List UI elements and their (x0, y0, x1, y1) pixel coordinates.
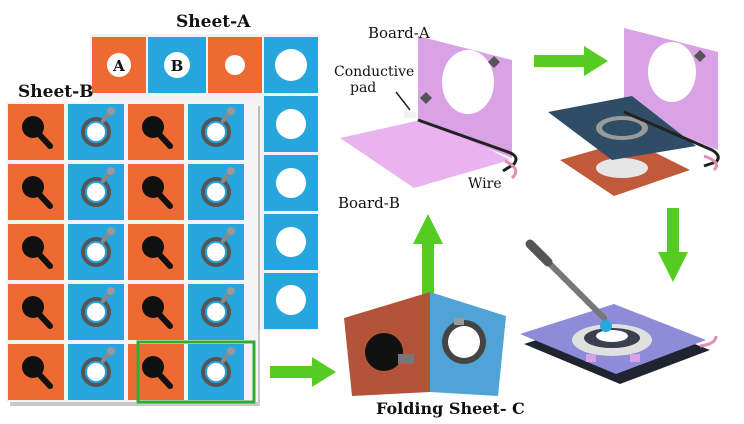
ring-electrode (81, 117, 111, 147)
device-contact (630, 354, 640, 362)
electrode-lead (155, 130, 173, 149)
electrode-lead (35, 130, 53, 149)
electrode-lead (35, 310, 53, 329)
ring-electrode-inner (207, 183, 225, 201)
step-folding-sheet: Folding Sheet- C (344, 292, 525, 418)
ring-tab (227, 287, 235, 295)
sheet-a-hole (164, 52, 190, 78)
folding-plate-hole-inner (602, 120, 642, 136)
ring-electrode-inner (207, 243, 225, 261)
arrow-right-icon (270, 357, 336, 387)
hinge-wire (417, 118, 518, 173)
conductive-pad-label: Conductive (334, 64, 414, 80)
pipette-handle (525, 239, 553, 267)
sheet-a-label: Sheet-A (176, 12, 251, 32)
arrow-up-icon (413, 214, 443, 320)
ring-electrode (201, 117, 231, 147)
ring-electrode-inner (87, 363, 105, 381)
step-folded-boards (548, 28, 720, 196)
step-boards: Board-A Conductive pad Wire Board-B (334, 24, 518, 212)
conductive-pad-label-line2: pad (350, 80, 376, 96)
ring-electrode-inner (207, 123, 225, 141)
electrode-disk (365, 333, 403, 371)
sheet-a-hole (275, 49, 307, 81)
base-pad (596, 158, 648, 178)
electrode-lead (155, 310, 173, 329)
standing-board-hole (648, 42, 696, 102)
selected-cell-highlight (136, 340, 256, 404)
ring-electrode (81, 237, 111, 267)
arrow-right-icon (534, 46, 608, 76)
sheet-b-label: Sheet-B (18, 82, 94, 102)
sheet-a-cell-a-label: A (112, 57, 125, 75)
ring-electrode-inner (87, 243, 105, 261)
device-contact (586, 354, 596, 362)
ring-tab (107, 227, 115, 235)
ring-electrode (201, 237, 231, 267)
board-a-pad (420, 92, 432, 104)
ring-electrode (201, 177, 231, 207)
wire-label: Wire (468, 176, 502, 192)
sheet-a-hole (276, 227, 306, 257)
ring-electrode (81, 297, 111, 327)
sheet-a-hole (276, 168, 306, 198)
ring-electrode-inner (207, 363, 225, 381)
sheet-a-hole (276, 285, 306, 315)
ring-electrode (201, 297, 231, 327)
ring-electrode-inner (87, 183, 105, 201)
board-b-label: Board-B (338, 194, 400, 212)
droplet (600, 320, 612, 332)
electrode-lead (35, 190, 53, 209)
wire (703, 154, 718, 172)
ring-tab (227, 167, 235, 175)
wire (699, 335, 718, 348)
ring-electrode (81, 357, 111, 387)
ring-tab (107, 347, 115, 355)
electrode-lead (35, 250, 53, 269)
board-b (340, 118, 510, 188)
step-assembled-device (520, 239, 718, 384)
board-pad (694, 50, 706, 62)
sheet-a-hole (225, 55, 245, 75)
ring-electrode-inner (207, 303, 225, 321)
ring-tab (107, 167, 115, 175)
ring-electrode-inner (87, 303, 105, 321)
board-a-label: Board-A (368, 24, 430, 42)
board-a-hole (442, 50, 494, 114)
sheet-a-hole (276, 109, 306, 139)
board-a-pad (488, 56, 500, 68)
ring-tab (227, 347, 235, 355)
conductive-pad (404, 112, 416, 118)
ring-tab (107, 107, 115, 115)
electrode-lead (155, 250, 173, 269)
electrode-lead (35, 370, 53, 389)
arrows (270, 46, 688, 387)
electrode-lead (155, 190, 173, 209)
ring-tab (454, 318, 464, 325)
electrode-tab (398, 354, 414, 364)
arrow-down-icon (658, 208, 688, 282)
ring-tab (107, 287, 115, 295)
ring-electrode (81, 177, 111, 207)
pad-leader-line (395, 91, 411, 111)
electrode-lead (155, 370, 173, 389)
sheet-a-cell-b-label: B (171, 57, 184, 75)
ring-electrode-inner (87, 123, 105, 141)
ring-tab (227, 227, 235, 235)
ring-electrode-inner (448, 326, 480, 358)
folding-sheet-label: Folding Sheet- C (376, 399, 525, 418)
ring-electrode (201, 357, 231, 387)
device-sample (596, 330, 628, 342)
wire (504, 159, 518, 180)
sheet-a-hole (107, 53, 131, 77)
ring-tab (227, 107, 235, 115)
sheet-b (6, 102, 260, 406)
